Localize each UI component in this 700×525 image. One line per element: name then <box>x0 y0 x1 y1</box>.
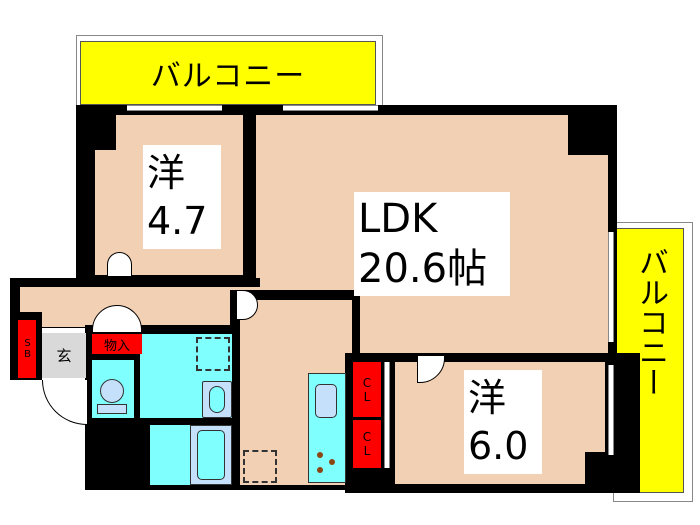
western-room-2-label: 洋 6.0 <box>464 370 542 474</box>
washbasin-bowl <box>209 386 225 413</box>
entrance-label: 玄 <box>56 347 72 365</box>
column <box>568 105 617 155</box>
shoe-box: SB <box>18 320 36 378</box>
ldk-right <box>560 155 608 360</box>
ldk-size: 20.6帖 <box>358 246 488 292</box>
window[interactable] <box>283 105 378 111</box>
ldk-type: LDK <box>358 196 438 242</box>
washing-machine-space <box>196 337 230 371</box>
entrance-door[interactable] <box>42 380 87 425</box>
stove-burner-icon <box>317 467 323 473</box>
storage: 物入 <box>92 334 142 354</box>
column <box>76 105 116 150</box>
shoe-box-label: SB <box>22 338 33 360</box>
closet-2: CL <box>353 420 381 468</box>
bathtub <box>190 425 232 485</box>
closet-door[interactable] <box>384 362 390 468</box>
washbasin <box>202 381 232 418</box>
closet-2-label: CL <box>360 430 374 458</box>
window[interactable] <box>608 365 614 455</box>
toilet-tank <box>97 404 127 414</box>
ldk-label: LDK 20.6帖 <box>354 192 510 296</box>
balcony-top: バルコニー <box>80 41 376 105</box>
western-room-1-size: 4.7 <box>147 199 208 243</box>
column <box>585 452 640 493</box>
western-room-2-size: 6.0 <box>468 424 529 468</box>
stove-burner-icon <box>317 452 323 458</box>
closet-1-label: CL <box>360 375 374 404</box>
closet-1: CL <box>353 362 381 417</box>
storage-label: 物入 <box>103 338 130 354</box>
kitchen-counter <box>308 373 346 483</box>
western-room-1-type: 洋 <box>147 151 186 195</box>
entrance: 玄 <box>42 333 86 378</box>
balcony-top-label: バルコニー <box>150 59 306 94</box>
window[interactable] <box>608 232 614 342</box>
stove-burner-icon <box>329 459 335 465</box>
sink-icon <box>315 384 337 418</box>
western-room-1-label: 洋 4.7 <box>143 145 221 249</box>
window[interactable] <box>127 105 222 111</box>
western-room-2-type: 洋 <box>468 376 507 420</box>
bathtub-basin <box>197 430 225 480</box>
toilet-icon <box>100 379 124 403</box>
western-room-1-door[interactable] <box>107 252 132 277</box>
refrigerator-space <box>243 450 277 483</box>
